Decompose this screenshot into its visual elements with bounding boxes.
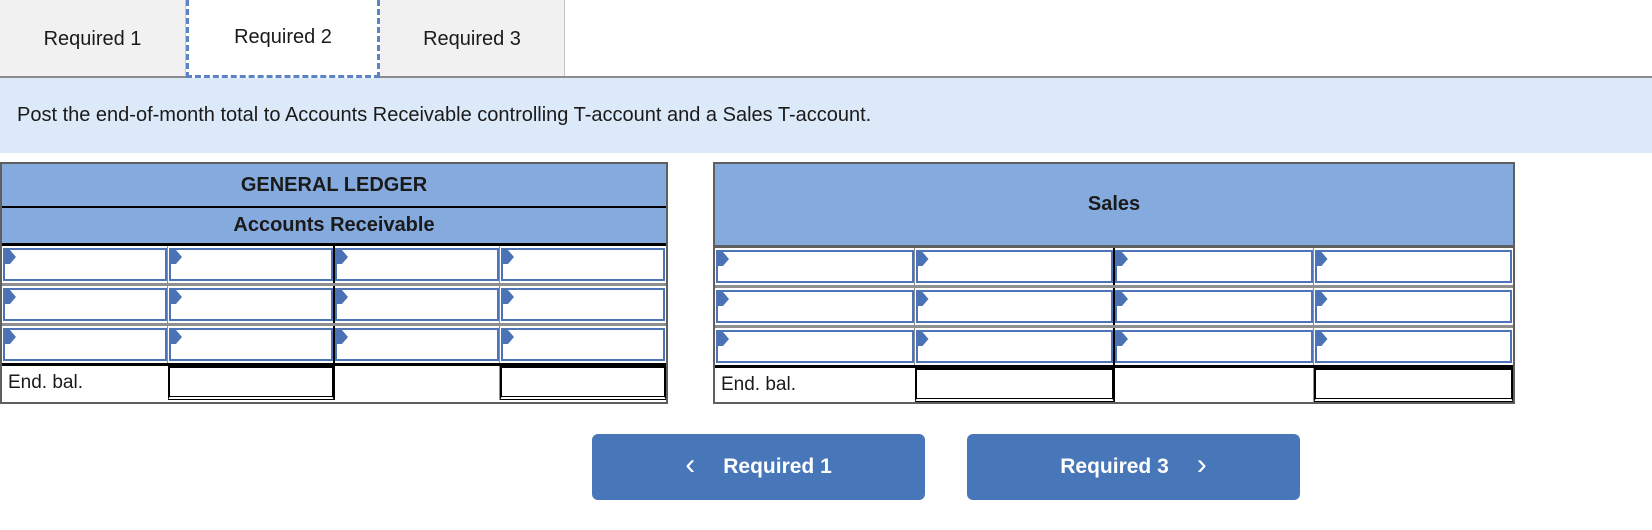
tab-required-1[interactable]: Required 1	[0, 0, 186, 78]
cell-flag-icon	[337, 250, 348, 264]
debit-amount-cell[interactable]	[915, 250, 1113, 283]
end-balance-label: End. bal.	[715, 368, 915, 402]
debit-description-cell[interactable]	[3, 288, 167, 321]
cell-flag-icon	[1117, 252, 1128, 266]
cell-flag-icon	[1316, 332, 1328, 346]
requirement-tabs: Required 1 Required 2 Required 3	[0, 0, 1652, 78]
end-balance-label: End. bal.	[2, 366, 168, 400]
general-ledger-title: GENERAL LEDGER	[2, 164, 666, 208]
t-account-row	[2, 246, 666, 286]
credit-amount-cell[interactable]	[1314, 330, 1512, 363]
prev-required-label: Required 1	[723, 455, 832, 478]
cell-flag-icon	[337, 330, 348, 344]
t-account-row	[2, 326, 666, 366]
debit-amount-cell[interactable]	[169, 288, 333, 321]
tab-required-2[interactable]: Required 2	[186, 0, 380, 78]
debit-description-cell[interactable]	[716, 290, 914, 323]
credit-amount-cell[interactable]	[501, 328, 665, 361]
instruction-banner: Post the end-of-month total to Accounts …	[0, 78, 1652, 153]
cell-flag-icon	[718, 252, 729, 266]
cell-flag-icon	[1117, 292, 1128, 306]
cell-flag-icon	[917, 252, 929, 266]
end-balance-spacer	[1114, 368, 1314, 402]
cell-flag-icon	[1117, 332, 1128, 346]
accounts-receivable-header: Accounts Receivable	[2, 208, 666, 246]
debit-amount-cell[interactable]	[915, 290, 1113, 323]
cell-flag-icon	[171, 250, 182, 264]
table-gap	[668, 162, 713, 404]
t-accounts-area: GENERAL LEDGER Accounts Receivable	[0, 162, 1652, 404]
sales-end-balance-credit-input[interactable]	[1313, 368, 1513, 402]
credit-amount-cell[interactable]	[501, 288, 665, 321]
cell-flag-icon	[718, 292, 729, 306]
chevron-right-icon: ›	[1196, 448, 1207, 481]
credit-description-cell[interactable]	[335, 328, 499, 361]
cell-flag-icon	[171, 290, 182, 304]
credit-description-cell[interactable]	[1115, 330, 1313, 363]
cell-flag-icon	[171, 330, 182, 344]
t-account-row	[715, 328, 1513, 368]
sales-end-balance-debit-input[interactable]	[914, 368, 1114, 402]
t-account-row	[715, 248, 1513, 288]
debit-description-cell[interactable]	[716, 330, 914, 363]
end-balance-row: End. bal.	[2, 366, 666, 400]
cell-flag-icon	[1316, 292, 1328, 306]
t-account-row	[2, 286, 666, 326]
end-balance-spacer	[334, 366, 500, 400]
cell-flag-icon	[1316, 252, 1328, 266]
requirement-navigation: ‹ Required 1 Required 3 ›	[0, 434, 1652, 500]
cell-flag-icon	[917, 292, 929, 306]
debit-amount-cell[interactable]	[169, 328, 333, 361]
credit-amount-cell[interactable]	[1314, 250, 1512, 283]
cell-flag-icon	[917, 332, 929, 346]
sales-t-account: Sales E	[713, 162, 1515, 404]
debit-description-cell[interactable]	[716, 250, 914, 283]
cell-flag-icon	[503, 290, 514, 304]
tab-required-3[interactable]: Required 3	[380, 0, 565, 78]
credit-description-cell[interactable]	[335, 288, 499, 321]
cell-flag-icon	[503, 250, 514, 264]
next-required-label: Required 3	[1060, 455, 1169, 478]
instruction-text: Post the end-of-month total to Accounts …	[17, 104, 872, 126]
debit-description-cell[interactable]	[3, 328, 167, 361]
cell-flag-icon	[503, 330, 514, 344]
debit-amount-cell[interactable]	[169, 248, 333, 281]
t-account-row	[715, 288, 1513, 328]
ar-end-balance-debit-input[interactable]	[168, 366, 334, 400]
cell-flag-icon	[337, 290, 348, 304]
debit-amount-cell[interactable]	[915, 330, 1113, 363]
credit-amount-cell[interactable]	[1314, 290, 1512, 323]
credit-description-cell[interactable]	[1115, 290, 1313, 323]
credit-description-cell[interactable]	[335, 248, 499, 281]
debit-description-cell[interactable]	[3, 248, 167, 281]
sales-body: End. bal.	[715, 248, 1513, 402]
prev-required-button[interactable]: ‹ Required 1	[592, 434, 925, 500]
cell-flag-icon	[5, 290, 16, 304]
end-balance-row: End. bal.	[715, 368, 1513, 402]
accounts-receivable-body: End. bal.	[2, 246, 666, 400]
accounts-receivable-t-account: GENERAL LEDGER Accounts Receivable	[0, 162, 668, 404]
cell-flag-icon	[5, 250, 16, 264]
credit-description-cell[interactable]	[1115, 250, 1313, 283]
cell-flag-icon	[5, 330, 16, 344]
next-required-button[interactable]: Required 3 ›	[967, 434, 1300, 500]
cell-flag-icon	[718, 332, 729, 346]
sales-header: Sales	[715, 164, 1513, 248]
credit-amount-cell[interactable]	[501, 248, 665, 281]
chevron-left-icon: ‹	[685, 448, 696, 481]
ar-end-balance-credit-input[interactable]	[500, 366, 666, 400]
